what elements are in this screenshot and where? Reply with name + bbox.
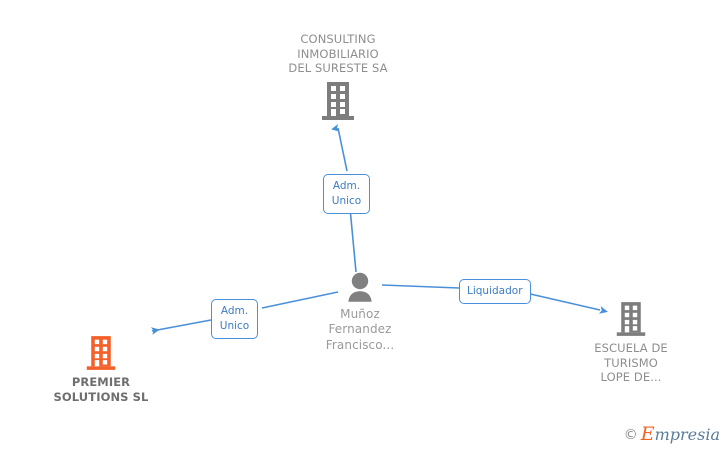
edge-line-admunico-left-to-premier bbox=[150, 319, 212, 335]
node-escuela-turismo[interactable]: ESCUELA DE TURISMO LOPE DE... bbox=[556, 300, 706, 385]
node-consulting-inmobiliario[interactable]: CONSULTING INMOBILIARIO DEL SURESTE SA bbox=[263, 32, 413, 122]
node-premier-label: PREMIER SOLUTIONS SL bbox=[53, 375, 149, 404]
node-consulting-label: CONSULTING INMOBILIARIO DEL SURESTE SA bbox=[288, 32, 388, 76]
brand-rest: mpresia bbox=[654, 425, 720, 444]
edge-label-adm-unico-consulting[interactable]: Adm. Unico bbox=[323, 174, 370, 215]
building-icon bbox=[263, 80, 413, 122]
node-person-munoz-fernandez[interactable]: Muñoz Fernandez Francisco... bbox=[285, 272, 435, 353]
empresia-watermark: © Empresia bbox=[624, 425, 720, 444]
brand-initial: E bbox=[640, 423, 655, 445]
node-person-label: Muñoz Fernandez Francisco... bbox=[325, 307, 395, 352]
edge-label-liquidador-escuela[interactable]: Liquidador bbox=[459, 279, 531, 305]
person-icon bbox=[285, 272, 435, 304]
copyright-icon: © bbox=[623, 426, 638, 443]
building-icon bbox=[26, 334, 176, 372]
edge-line-person-to-admunico-top bbox=[349, 207, 357, 273]
node-premier-solutions[interactable]: PREMIER SOLUTIONS SL bbox=[26, 334, 176, 404]
edge-label-adm-unico-premier[interactable]: Adm. Unico bbox=[211, 299, 258, 340]
edge-line-admunico-top-to-consulting bbox=[331, 124, 348, 172]
building-icon bbox=[556, 300, 706, 338]
brand-wordmark: Empresia bbox=[641, 425, 720, 444]
node-escuela-label: ESCUELA DE TURISMO LOPE DE... bbox=[594, 341, 668, 385]
